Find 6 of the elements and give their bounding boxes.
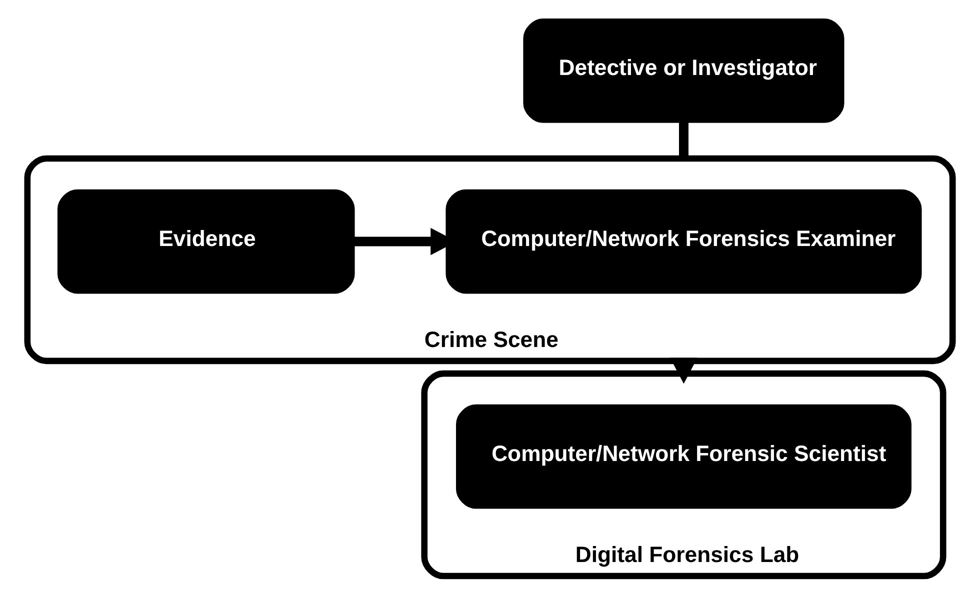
arrow [670, 357, 698, 384]
node-box: Detective or Investigator [523, 18, 844, 122]
connector [679, 122, 688, 158]
node-box: Evidence [57, 188, 355, 294]
node-box: Computer/Network Forensic Scientist [456, 404, 912, 508]
node-box: Computer/Network Forensics Examiner [446, 188, 922, 294]
